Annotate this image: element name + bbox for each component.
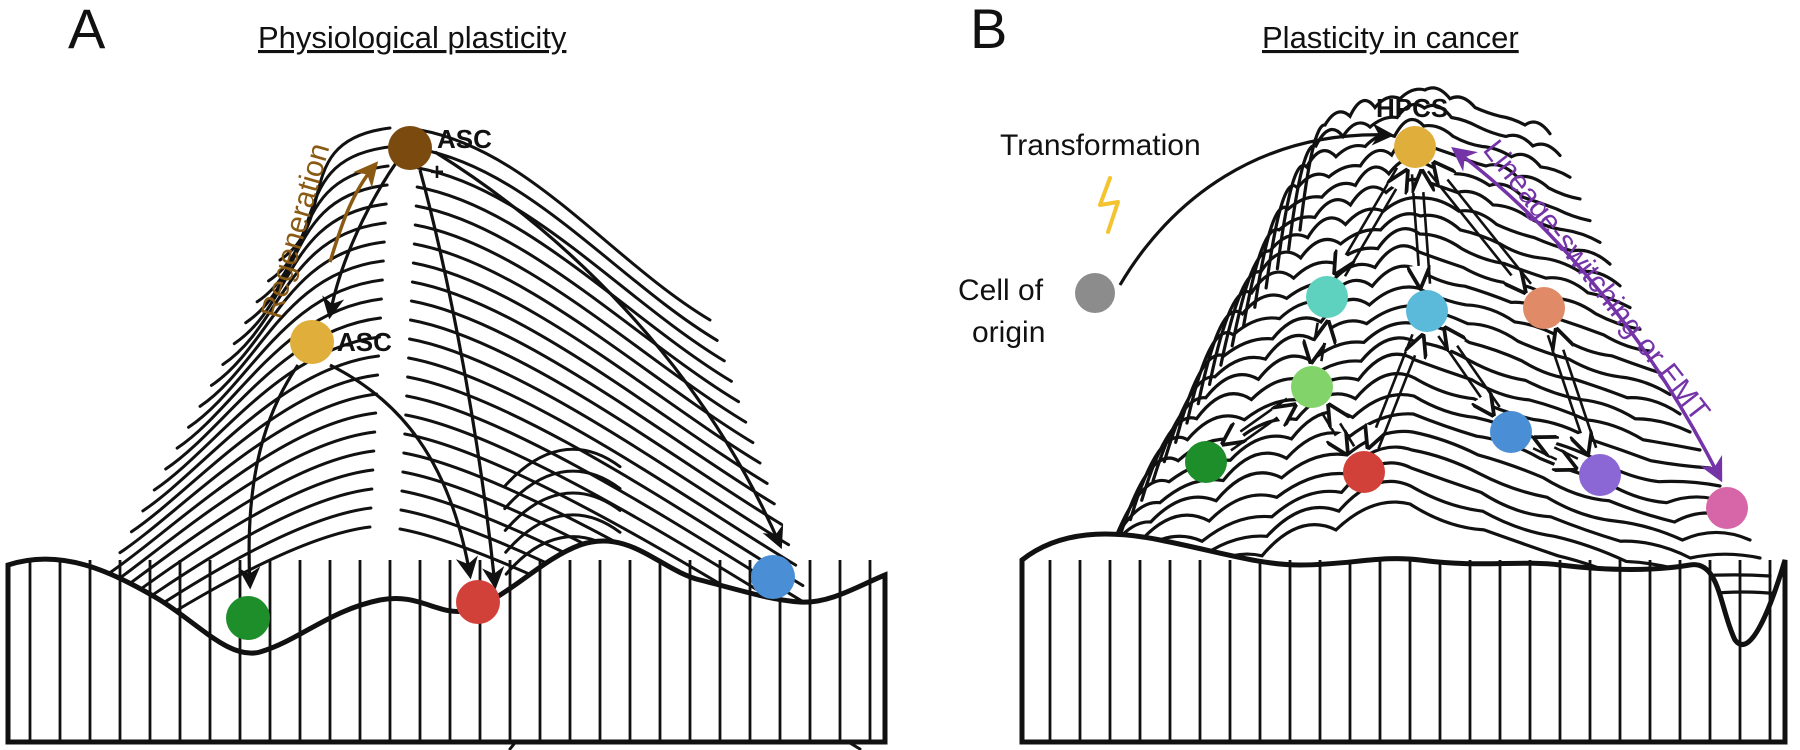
purple-cell <box>1579 454 1621 496</box>
contour-left <box>267 145 391 283</box>
transformation-label: Transformation <box>1000 129 1201 162</box>
contour-wave <box>1094 412 1732 580</box>
contour-valley <box>504 513 622 554</box>
contour-right <box>407 356 798 567</box>
cell-of-origin <box>1075 273 1115 313</box>
contour-left <box>198 259 385 408</box>
contour-right <box>410 280 769 485</box>
contour-left <box>187 278 384 429</box>
arrow-forward <box>1426 170 1523 290</box>
arrow-back <box>1230 407 1293 452</box>
asc-mid-cell <box>290 320 334 364</box>
hpcs-cell <box>1394 126 1436 168</box>
contour-wave <box>1083 429 1742 599</box>
arrow-back <box>1343 173 1406 277</box>
salmon-cell <box>1523 287 1565 329</box>
regeneration-arrow <box>328 161 379 263</box>
arrow-asc-to-blue <box>434 150 784 550</box>
contour-left <box>232 202 388 346</box>
contour-right <box>416 166 726 363</box>
blue-cell-b <box>1490 411 1532 453</box>
teal-cell <box>1306 276 1348 318</box>
arrow-back <box>1330 407 1356 448</box>
contour-left <box>141 354 381 513</box>
contour-left <box>129 373 380 534</box>
green-cell-a <box>226 596 270 640</box>
contour-right <box>414 204 741 404</box>
contour-right <box>418 128 712 322</box>
pink-cell <box>1706 487 1748 529</box>
asc-top-sub: + <box>430 159 444 186</box>
bidirectional-arrows-b <box>1225 165 1598 468</box>
arrow-asc-to-red-1 <box>418 169 505 590</box>
contour-left <box>118 392 379 555</box>
panel-b: B Plasticity in cancer Lineage-switching… <box>958 0 1788 745</box>
hpcs-label: HPCS <box>1376 93 1448 123</box>
red-cell-b <box>1343 451 1385 493</box>
panel-b-title: Plasticity in cancer <box>1262 20 1519 55</box>
contour-left <box>107 411 378 576</box>
arrow-forward <box>1369 333 1414 445</box>
transformation-arrow <box>1118 123 1395 286</box>
contour-left <box>164 316 382 471</box>
red-cell-a <box>456 580 500 624</box>
green-cell-b <box>1185 441 1227 483</box>
contour-right <box>415 185 733 383</box>
arrow-back <box>1321 324 1327 362</box>
arrow-back <box>1377 338 1421 450</box>
contour-valley <box>503 469 622 511</box>
contour-left <box>221 221 387 367</box>
asc-top-cell <box>388 126 432 170</box>
lineage-switching-arrow <box>1451 147 1723 483</box>
contour-wave <box>1287 102 1562 251</box>
panel-a: A Physiological plasticity Regeneration … <box>5 0 888 750</box>
contour-left <box>152 335 382 492</box>
lineage-label: Lineage-switching or EMT <box>1476 134 1716 428</box>
arrow-back <box>1537 439 1579 460</box>
asc-mid-label: ASC <box>337 327 392 357</box>
regeneration-label: Regeneration <box>255 140 336 322</box>
contour-right <box>413 223 748 424</box>
panel-b-letter: B <box>970 0 1007 60</box>
trajectory-arrows-a <box>237 150 784 590</box>
arrow-mid-to-green <box>237 364 300 590</box>
lightning-icon <box>1098 176 1120 234</box>
contour-left <box>175 297 383 450</box>
panel-a-letter: A <box>68 0 106 60</box>
asc-top-label: ASC <box>437 124 492 154</box>
panel-a-title: Physiological plasticity <box>258 20 567 55</box>
cyan-cell <box>1406 290 1448 332</box>
lightgreen-cell <box>1291 366 1333 408</box>
arrow-forward <box>1546 334 1587 451</box>
contour-right <box>417 147 719 342</box>
contour-wave <box>1072 445 1752 618</box>
landscape-base-b <box>1019 531 1788 745</box>
arrow-back <box>1422 174 1430 284</box>
arrow-mid-to-red-2 <box>329 363 478 580</box>
arrow-back <box>1436 165 1533 285</box>
cell-of-origin-line2: origin <box>972 316 1045 349</box>
contour-right <box>409 299 776 506</box>
cell-of-origin-line1: Cell of <box>958 274 1044 307</box>
contour-wave <box>1298 86 1552 232</box>
contour-right <box>411 261 762 465</box>
contour-right <box>408 337 791 547</box>
contour-right <box>406 375 805 588</box>
contour-left <box>95 430 377 596</box>
arrow-asc-to-asc <box>322 159 400 320</box>
arrow-back <box>1447 330 1501 408</box>
arrow-back <box>1557 332 1598 449</box>
blue-cell-a <box>751 555 795 599</box>
